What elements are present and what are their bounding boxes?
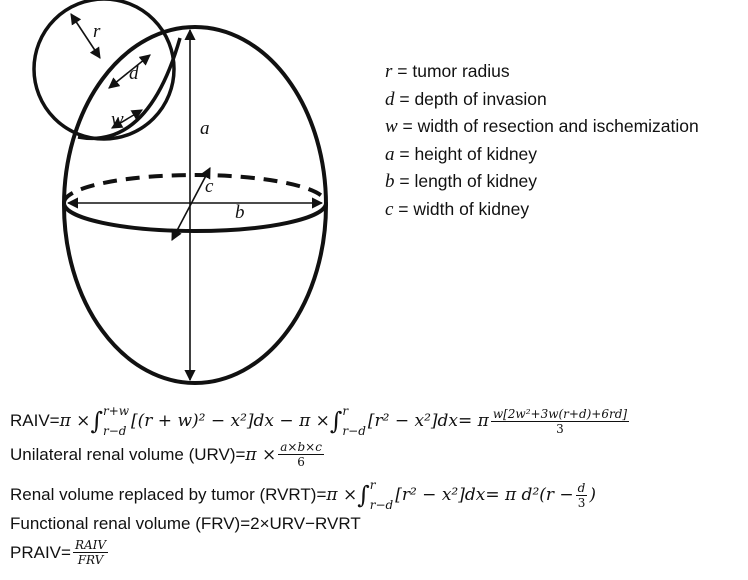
label-a: a [200,118,210,139]
pi-times: π × [326,485,358,505]
equator-back-dashed [62,173,328,204]
rvrt-name: Renal volume replaced by tumor (RVRT)= [10,485,327,504]
fraction-denominator: 3 [556,421,564,436]
arrow-d [108,54,151,89]
upper-limit: r [342,404,349,418]
formula-frv: Functional renal volume (FRV)=2×URV−RVRT [10,514,361,534]
legend-text: = height of kidney [394,143,538,164]
legend-row: w = width of resection and ischemization [385,113,699,141]
raiv-fraction: w[2w²+3w(r+d)+6rd] 3 [490,406,630,436]
rvrt-close-paren: ) [589,485,596,505]
fraction-numerator: d [575,480,588,496]
fraction-numerator: w[2w²+3w(r+d)+6rd] [490,406,630,422]
equator-front [62,202,328,233]
legend-row: d = depth of invasion [385,86,699,114]
legend-row: b = length of kidney [385,168,699,196]
legend-text: = depth of invasion [394,88,547,109]
raiv-name: RAIV= [10,411,60,430]
frv-text: Functional renal volume (FRV)=2×URV−RVRT [10,514,361,533]
label-d: d [129,63,139,84]
lower-limit: r−d [102,424,127,438]
label-w: w [111,109,124,130]
fraction-denominator: FRV [77,553,104,567]
praiv-name: PRAIV= [10,542,71,562]
raiv-integrand-1: [(r + w)² − x²]dx − π × [131,411,330,431]
label-b: b [235,202,245,223]
legend-symbol: r [385,61,393,82]
legend-symbol: d [385,88,395,110]
kidney-ellipse [62,25,328,385]
pi-times: π × [245,444,277,465]
formula-rvrt: Renal volume replaced by tumor (RVRT)= π… [10,478,596,512]
praiv-fraction: RAIV FRV [72,538,109,567]
formula-urv: Unilateral renal volume (URV)= π × a×b×c… [10,440,326,469]
fraction-numerator: a×b×c [278,440,324,455]
legend-symbol: c [385,198,394,220]
rvrt-integrand: [r² − x²]dx= π d²(r − [395,485,574,505]
label-c: c [205,176,214,197]
rvrt-fraction: d 3 [575,480,588,510]
legend-row: c = width of kidney [385,196,699,224]
legend-symbol: b [385,171,395,192]
fraction-denominator: 3 [577,495,586,510]
legend-row: a = height of kidney [385,141,699,169]
fraction-numerator: RAIV [72,538,109,553]
legend-text: = width of kidney [393,198,530,219]
arrow-r [70,13,101,59]
integral-limits: r r−d [370,478,393,512]
upper-limit: r [369,478,376,492]
urv-fraction: a×b×c 6 [278,440,324,469]
upper-limit: r+w [102,404,130,418]
pi-times: π × [59,411,91,431]
integral-sign: ∫ [90,407,103,435]
integral-sign: ∫ [329,407,343,435]
tumor-circle [32,0,176,141]
label-r: r [93,21,101,42]
lower-limit: r−d [342,424,366,438]
variable-legend: r = tumor radius d = depth of invasion w… [385,58,699,223]
legend-symbol: w [385,116,398,137]
raiv-integrand-2: [r² − x²]dx= π [367,411,489,431]
legend-text: = width of resection and ischemization [397,116,699,136]
arrow-w [111,109,143,129]
legend-symbol: a [385,143,395,165]
legend-text: = tumor radius [392,61,510,81]
lower-limit: r−d [369,498,394,512]
formula-raiv: RAIV= π × ∫ r+w r−d [(r + w)² − x²]dx − … [10,404,631,438]
integral-sign: ∫ [357,481,370,509]
formula-praiv: PRAIV= RAIV FRV [10,538,110,567]
fraction-denominator: 6 [297,455,305,469]
arrow-c [171,167,211,241]
legend-row: r = tumor radius [385,58,699,86]
integral-limits: r+w r−d [103,404,129,438]
legend-text: = length of kidney [394,171,538,191]
integral-limits: r r−d [342,404,365,438]
urv-name: Unilateral renal volume (URV)= [10,444,246,464]
